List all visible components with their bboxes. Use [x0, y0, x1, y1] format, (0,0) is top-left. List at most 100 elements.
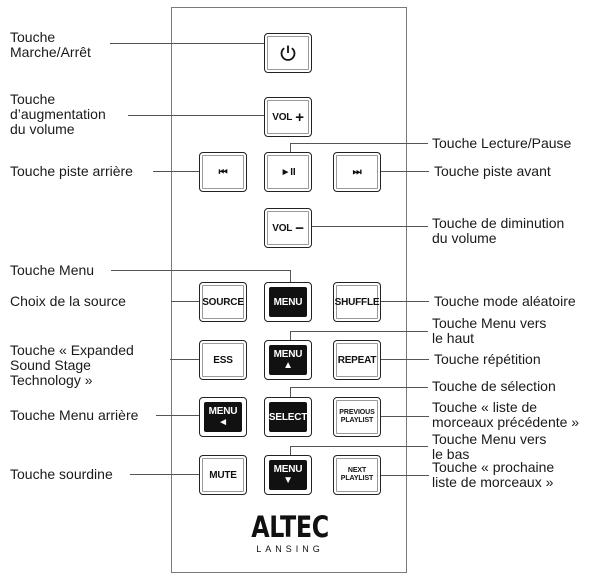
label-select-line-1: Touche de sélection	[432, 378, 556, 394]
label-vol-down-line-2: du volume	[432, 230, 497, 246]
mute-button[interactable]: MUTE	[199, 455, 247, 495]
leader-line-prev-playlist	[381, 416, 429, 417]
menu-up-button[interactable]: MENU▲	[264, 340, 312, 380]
label-menu-down-line-1: Touche Menu vers	[432, 431, 547, 447]
arrow-up-icon: ▲	[283, 360, 293, 371]
label-mute-line-1: Touche sourdine	[10, 466, 113, 482]
previous-playlist-label-2: PLAYLIST	[340, 417, 374, 424]
leader-line-shuffle	[381, 301, 429, 302]
leader-line-menu-up-h	[290, 331, 428, 332]
label-select: Touche de sélection	[432, 379, 556, 394]
arrow-left-icon: ◄	[218, 417, 228, 428]
label-shuffle-line-1: Touche mode aléatoire	[434, 293, 576, 309]
label-prev-playlist-line-1: Touche « liste de	[432, 399, 538, 415]
menu-label: MENU	[269, 287, 307, 317]
volume-up-button[interactable]: VOL+	[264, 97, 312, 137]
logo-sub: LANSING	[256, 544, 324, 554]
leader-line-play-h	[290, 143, 428, 144]
label-vol-up-line-3: du volume	[10, 121, 75, 137]
label-vol-down-line-1: Touche de diminution	[432, 215, 565, 231]
label-source: Choix de la source	[10, 294, 126, 309]
label-next-track: Touche piste avant	[434, 164, 551, 179]
next-track-button[interactable]: ⏭	[333, 152, 381, 192]
menu-back-label: MENU	[208, 406, 238, 417]
menu-down-button[interactable]: MENU▼	[264, 455, 312, 495]
leader-line-source	[171, 301, 199, 302]
ess-label: ESS	[213, 354, 233, 366]
leader-line-vol-down	[312, 226, 428, 227]
label-next-playlist-line-2: liste de morceaux »	[432, 474, 554, 490]
ess-button[interactable]: ESS	[199, 340, 247, 380]
label-menu-down-line-2: le bas	[432, 446, 470, 462]
mute-label: MUTE	[209, 469, 237, 481]
label-vol-up: Touche d’augmentation du volume	[10, 92, 106, 137]
leader-line-menu-back	[156, 415, 199, 416]
previous-track-button[interactable]: ⏮	[199, 152, 247, 192]
leader-line-select-h	[290, 387, 428, 388]
leader-line-mute	[130, 474, 199, 475]
skip-forward-icon: ⏭	[352, 166, 362, 178]
label-next-track-line-1: Touche piste avant	[434, 163, 551, 179]
repeat-button[interactable]: REPEAT	[333, 340, 381, 380]
label-prev-track: Touche piste arrière	[10, 164, 133, 179]
label-vol-up-line-2: d’augmentation	[10, 106, 106, 122]
label-play-pause-line-1: Touche Lecture/Pause	[432, 135, 572, 151]
previous-playlist-label-1: PREVIOUS	[339, 409, 375, 416]
label-vol-up-line-1: Touche	[10, 91, 56, 107]
select-button[interactable]: SELECT	[264, 397, 312, 437]
volume-down-button[interactable]: VOL−	[264, 208, 312, 248]
power-icon	[269, 38, 307, 68]
minus-icon: −	[295, 219, 304, 237]
label-shuffle: Touche mode aléatoire	[434, 294, 576, 309]
menu-button[interactable]: MENU	[264, 282, 312, 322]
leader-line-play-v	[290, 143, 291, 152]
leader-line-menu-up-v	[290, 331, 291, 340]
leader-line-select-v	[290, 387, 291, 397]
label-ess-line-3: Technology »	[10, 372, 93, 388]
label-ess-line-2: Sound Stage	[10, 357, 91, 373]
label-power-line-2: Marche/Arrêt	[10, 44, 91, 60]
power-button[interactable]	[264, 33, 312, 73]
menu-up-label: MENU	[273, 349, 303, 360]
label-prev-track-line-1: Touche piste arrière	[10, 163, 133, 179]
altec-lansing-logo: ALTEC LANSING	[232, 512, 348, 554]
label-next-playlist: Touche « prochaine liste de morceaux »	[432, 460, 554, 490]
label-mute: Touche sourdine	[10, 467, 113, 482]
volume-up-label: VOL	[272, 111, 293, 123]
leader-line-menu-down-h	[290, 446, 428, 447]
leader-line-menu-h	[111, 270, 291, 271]
label-repeat-line-1: Touche répétition	[434, 351, 541, 367]
next-playlist-label-1: NEXT	[347, 467, 367, 474]
shuffle-label: SHUFFLE	[334, 296, 380, 308]
label-menu-down: Touche Menu vers le bas	[432, 432, 546, 462]
leader-line-ess	[170, 359, 199, 360]
plus-icon: +	[295, 108, 304, 126]
label-play-pause: Touche Lecture/Pause	[432, 136, 571, 151]
play-pause-button[interactable]: ►II	[264, 152, 312, 192]
select-label: SELECT	[269, 402, 307, 432]
label-source-line-1: Choix de la source	[10, 293, 126, 309]
label-vol-down: Touche de diminution du volume	[432, 216, 564, 246]
label-menu-back-line-1: Touche Menu arrière	[10, 407, 139, 423]
play-pause-icon: ►II	[280, 166, 296, 178]
repeat-label: REPEAT	[337, 354, 377, 366]
leader-line-repeat	[381, 359, 429, 360]
label-menu-up-line-1: Touche Menu vers	[432, 315, 547, 331]
label-prev-playlist-line-2: morceaux précédente »	[432, 414, 580, 430]
menu-down-label: MENU	[273, 464, 303, 475]
label-prev-playlist: Touche « liste de morceaux précédente »	[432, 400, 579, 430]
label-repeat: Touche répétition	[434, 352, 541, 367]
leader-line-next-playlist	[381, 475, 429, 476]
leader-line-menu-down-v	[290, 446, 291, 455]
source-button[interactable]: SOURCE	[199, 282, 247, 322]
next-playlist-label-2: PLAYLIST	[340, 475, 374, 482]
label-menu-up: Touche Menu vers le haut	[432, 316, 546, 346]
menu-back-button[interactable]: MENU◄	[199, 397, 247, 437]
label-menu-line-1: Touche Menu	[10, 262, 95, 278]
shuffle-button[interactable]: SHUFFLE	[333, 282, 381, 322]
label-ess-line-1: Touche « Expanded	[10, 342, 134, 358]
source-label: SOURCE	[202, 296, 244, 308]
